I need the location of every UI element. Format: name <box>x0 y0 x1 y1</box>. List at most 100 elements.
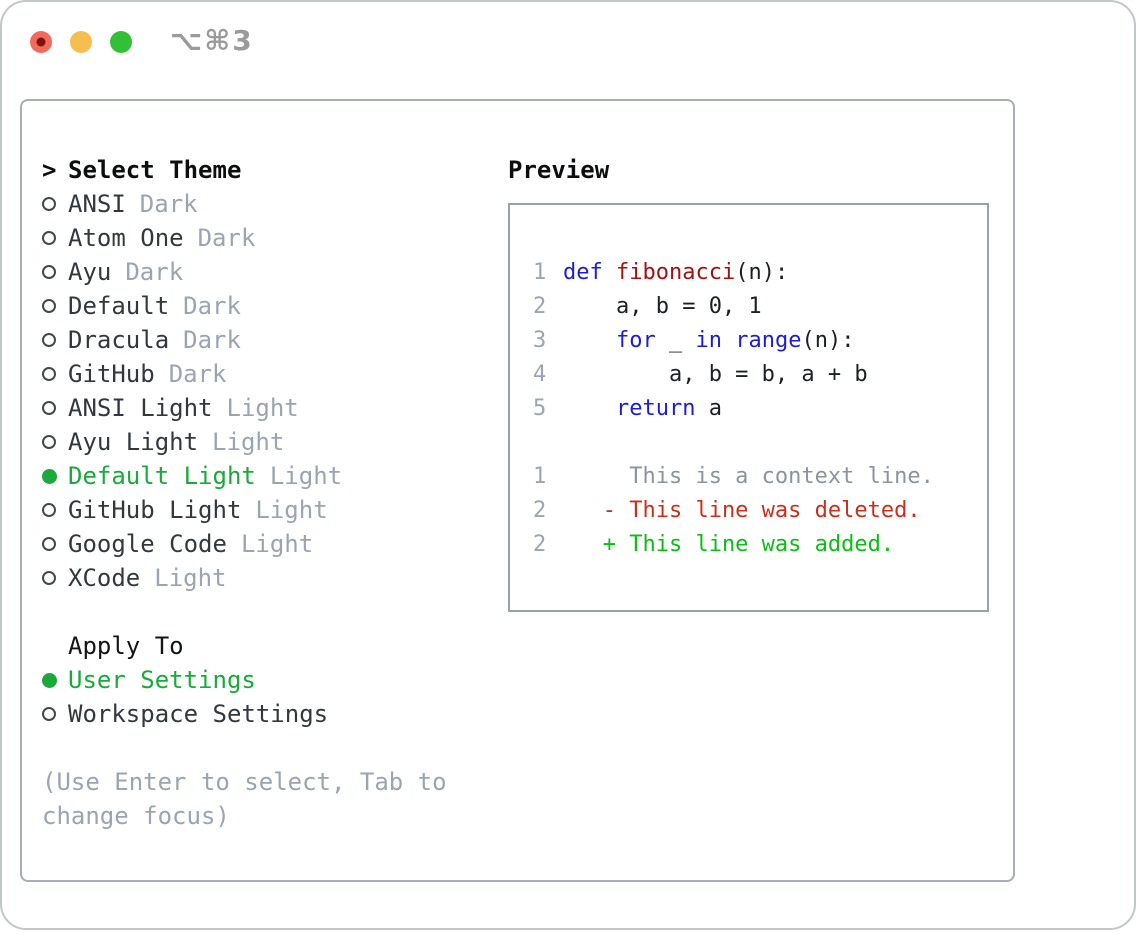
line-number: 2 <box>533 497 547 523</box>
line-content: a, b = 0, 1 <box>563 294 762 319</box>
preview-title: Preview <box>508 156 610 184</box>
radio-circle <box>42 537 56 551</box>
code-segment-code <box>722 328 735 353</box>
radio-selected-dot <box>42 468 57 484</box>
select-theme-title: Select Theme <box>68 156 242 184</box>
radio-icon <box>42 265 68 279</box>
radio-icon <box>42 571 68 585</box>
line-content: return a <box>563 396 722 421</box>
window-title-shortcut: ⌥⌘3 <box>170 24 254 57</box>
option-label: User Settings <box>68 666 256 694</box>
code-segment-code: a <box>695 395 722 421</box>
code-segment-context: This is a context line. <box>563 463 934 489</box>
radio-icon <box>42 231 68 245</box>
radio-icon <box>42 367 68 381</box>
preview-line: 1 def fibonacci(n): <box>533 255 987 289</box>
preview-line <box>533 425 987 459</box>
radio-icon <box>42 707 68 721</box>
option-label: XCode <box>68 564 141 592</box>
radio-circle <box>42 571 56 585</box>
apply-option-user-settings[interactable]: User Settings <box>42 663 492 697</box>
code-segment-code: (n): <box>735 259 789 285</box>
code-segment-keyword: def <box>563 259 603 285</box>
titlebar: ⌥⌘3 <box>2 2 1134 82</box>
select-theme-header-row: > Select Theme <box>42 153 492 187</box>
line-number: 5 <box>533 395 547 421</box>
option-label: GitHub Light <box>68 496 242 524</box>
line-content: def fibonacci(n): <box>563 260 788 285</box>
code-segment-added: + This line was added. <box>563 531 895 557</box>
line-content: + This line was added. <box>563 532 894 557</box>
spacer <box>42 595 492 629</box>
option-label: Ayu Light <box>68 428 199 456</box>
option-label: ANSI <box>68 190 126 218</box>
option-label: Dracula <box>68 326 170 354</box>
radio-circle <box>42 707 56 721</box>
close-dot-icon <box>36 37 46 47</box>
preview-line: 3 for _ in range(n): <box>533 323 987 357</box>
option-label: Ayu <box>68 258 112 286</box>
option-variant-label: Dark <box>183 326 241 354</box>
radio-circle <box>42 299 56 313</box>
code-segment-code: _ <box>655 327 696 353</box>
theme-option-dracula[interactable]: Dracula Dark <box>42 323 492 357</box>
theme-option-ayu-light[interactable]: Ayu Light Light <box>42 425 492 459</box>
option-variant-label: Light <box>212 428 285 456</box>
line-number: 1 <box>533 259 547 285</box>
line-number: 4 <box>533 361 547 387</box>
theme-option-xcode[interactable]: XCode Light <box>42 561 492 595</box>
apply-to-header-row: Apply To <box>42 629 492 663</box>
radio-circle <box>42 367 56 381</box>
theme-option-ayu[interactable]: Ayu Dark <box>42 255 492 289</box>
radio-icon <box>42 299 68 313</box>
preview-line: 4 a, b = b, a + b <box>533 357 987 391</box>
traffic-lights <box>30 31 132 53</box>
radio-icon <box>42 435 68 449</box>
preview-line: 2 - This line was deleted. <box>533 493 987 527</box>
radio-icon <box>42 503 68 517</box>
option-label: Default <box>68 292 170 320</box>
option-label: Google Code <box>68 530 227 558</box>
line-number: 1 <box>533 463 547 489</box>
minimize-button[interactable] <box>70 31 92 53</box>
code-segment-function: fibonacci <box>616 259 736 285</box>
code-segment-code: a, b = b, a + b <box>563 361 868 387</box>
spacer <box>42 731 492 765</box>
close-button[interactable] <box>30 31 52 53</box>
zoom-button[interactable] <box>110 31 132 53</box>
line-content: for _ in range(n): <box>563 328 854 353</box>
option-variant-label: Dark <box>197 224 256 252</box>
radio-selected-dot <box>42 672 57 688</box>
preview-line: 1 This is a context line. <box>533 459 987 493</box>
option-variant-label: Light <box>154 564 227 592</box>
option-label: Default Light <box>68 462 256 490</box>
radio-icon <box>42 537 68 551</box>
radio-circle <box>42 401 56 415</box>
option-label: Workspace Settings <box>68 700 329 728</box>
radio-circle <box>42 333 56 347</box>
radio-selected-icon <box>42 672 68 688</box>
radio-circle <box>42 435 56 449</box>
line-content: a, b = b, a + b <box>563 362 868 387</box>
code-segment-removed: - This line was deleted. <box>563 497 921 523</box>
option-variant-label: Dark <box>125 258 184 286</box>
line-content: - This line was deleted. <box>563 498 921 523</box>
code-segment-code: (n): <box>801 327 855 353</box>
option-variant-label: Light <box>226 394 299 422</box>
apply-option-workspace-settings[interactable]: Workspace Settings <box>42 697 492 731</box>
radio-circle <box>42 265 56 279</box>
code-segment-keyword: return <box>615 395 696 421</box>
